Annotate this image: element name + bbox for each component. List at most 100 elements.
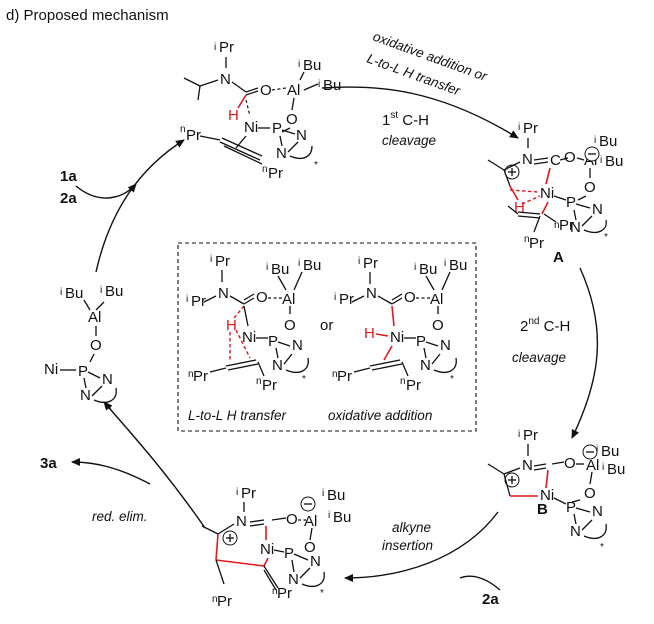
- svg-text:P: P: [268, 333, 278, 350]
- svg-text:Pr: Pr: [241, 485, 256, 502]
- arrow-in-1a-2a: [75, 183, 137, 199]
- svg-text:Pr: Pr: [523, 427, 538, 444]
- svg-text:Bu: Bu: [333, 509, 351, 526]
- step-label-second-ch: 2nd C-H: [520, 316, 570, 335]
- step-label-first-ch-cleavage: cleavage: [382, 133, 436, 148]
- svg-text:Bu: Bu: [303, 57, 321, 74]
- svg-text:P: P: [272, 120, 282, 137]
- step-label-red-elim: red. elim.: [92, 509, 148, 524]
- svg-text:n: n: [332, 369, 338, 380]
- structure-intermediate-A: iPr N C O Al iBu iBu O Ni H P N N: [487, 120, 623, 252]
- svg-text:P: P: [78, 363, 88, 380]
- svg-text:H: H: [226, 317, 237, 334]
- step-label-insertion: insertion: [382, 538, 433, 553]
- inset-or: or: [320, 317, 333, 334]
- svg-text:P: P: [566, 499, 576, 516]
- arrow-B-to-bottom: [344, 511, 499, 582]
- svg-text:Bu: Bu: [65, 285, 83, 302]
- svg-text:i: i: [518, 122, 520, 133]
- svg-text:n: n: [400, 376, 406, 387]
- svg-text:Al: Al: [304, 513, 317, 530]
- svg-text:N: N: [592, 201, 603, 218]
- svg-text:N: N: [570, 219, 581, 236]
- svg-text:O: O: [260, 82, 272, 99]
- svg-text:*: *: [108, 404, 112, 415]
- svg-text:i: i: [236, 487, 238, 498]
- svg-text:*: *: [600, 542, 604, 553]
- svg-text:Bu: Bu: [105, 283, 123, 300]
- svg-text:O: O: [256, 289, 268, 306]
- svg-text:N: N: [292, 337, 303, 354]
- svg-text:Pr: Pr: [406, 377, 421, 394]
- svg-text:Bu: Bu: [601, 443, 619, 460]
- svg-text:O: O: [284, 317, 296, 334]
- svg-text:i: i: [518, 429, 520, 440]
- svg-text:Pr: Pr: [529, 235, 544, 252]
- svg-text:O: O: [304, 539, 316, 556]
- svg-text:i: i: [298, 258, 300, 269]
- svg-text:N: N: [522, 457, 533, 474]
- svg-text:Ni: Ni: [260, 541, 274, 558]
- svg-text:Ni: Ni: [244, 119, 258, 136]
- svg-text:N: N: [310, 553, 321, 570]
- reagent-2a-top: 2a: [60, 190, 77, 207]
- step-label-second-ch-cleavage: cleavage: [512, 350, 566, 365]
- svg-text:N: N: [592, 503, 603, 520]
- product-3a: 3a: [40, 455, 57, 472]
- svg-text:O: O: [90, 337, 102, 354]
- svg-text:i: i: [444, 258, 446, 269]
- svg-text:Pr: Pr: [262, 377, 277, 394]
- svg-text:n: n: [212, 594, 218, 605]
- svg-text:i: i: [318, 79, 320, 90]
- svg-text:O: O: [432, 317, 444, 334]
- svg-text:N: N: [218, 285, 229, 302]
- svg-text:Ni: Ni: [540, 185, 554, 202]
- svg-text:Pr: Pr: [277, 585, 292, 602]
- svg-text:H: H: [228, 107, 239, 124]
- svg-text:Pr: Pr: [219, 39, 234, 56]
- svg-text:N: N: [288, 571, 299, 588]
- inset-caption-l-to-l: L-to-L H transfer: [188, 408, 287, 423]
- svg-text:Bu: Bu: [271, 261, 289, 278]
- svg-text:N: N: [80, 387, 91, 404]
- svg-text:P: P: [284, 545, 294, 562]
- svg-text:*: *: [302, 374, 306, 385]
- svg-text:N: N: [102, 371, 113, 388]
- svg-text:i: i: [186, 294, 188, 305]
- svg-text:Bu: Bu: [449, 257, 467, 274]
- step-label-alkyne: alkyne: [392, 520, 431, 535]
- svg-text:Pr: Pr: [339, 291, 354, 308]
- svg-text:Al: Al: [586, 457, 599, 474]
- svg-text:n: n: [524, 234, 530, 245]
- svg-text:Bu: Bu: [303, 257, 321, 274]
- svg-text:i: i: [210, 254, 212, 265]
- svg-text:N: N: [440, 337, 451, 354]
- svg-text:n: n: [262, 164, 268, 175]
- svg-text:i: i: [414, 262, 416, 273]
- svg-text:Bu: Bu: [605, 153, 623, 170]
- svg-text:i: i: [334, 292, 336, 303]
- svg-text:i: i: [322, 488, 324, 499]
- svg-text:Ni: Ni: [242, 329, 256, 346]
- svg-text:n: n: [272, 586, 278, 597]
- arrow-top-to-A: [321, 86, 519, 139]
- intermediate-label-A: A: [553, 249, 564, 266]
- svg-text:Pr: Pr: [268, 165, 283, 182]
- svg-text:i: i: [214, 42, 216, 53]
- svg-text:n: n: [180, 124, 186, 135]
- svg-text:N: N: [522, 151, 533, 168]
- reagent-1a: 1a: [60, 168, 77, 185]
- svg-text:i: i: [60, 287, 62, 298]
- svg-text:Pr: Pr: [337, 368, 352, 385]
- svg-text:i: i: [600, 155, 602, 166]
- svg-text:Bu: Bu: [599, 133, 617, 150]
- svg-text:N: N: [420, 357, 431, 374]
- figure-title: d) Proposed mechanism: [6, 7, 169, 24]
- svg-text:O: O: [564, 149, 576, 166]
